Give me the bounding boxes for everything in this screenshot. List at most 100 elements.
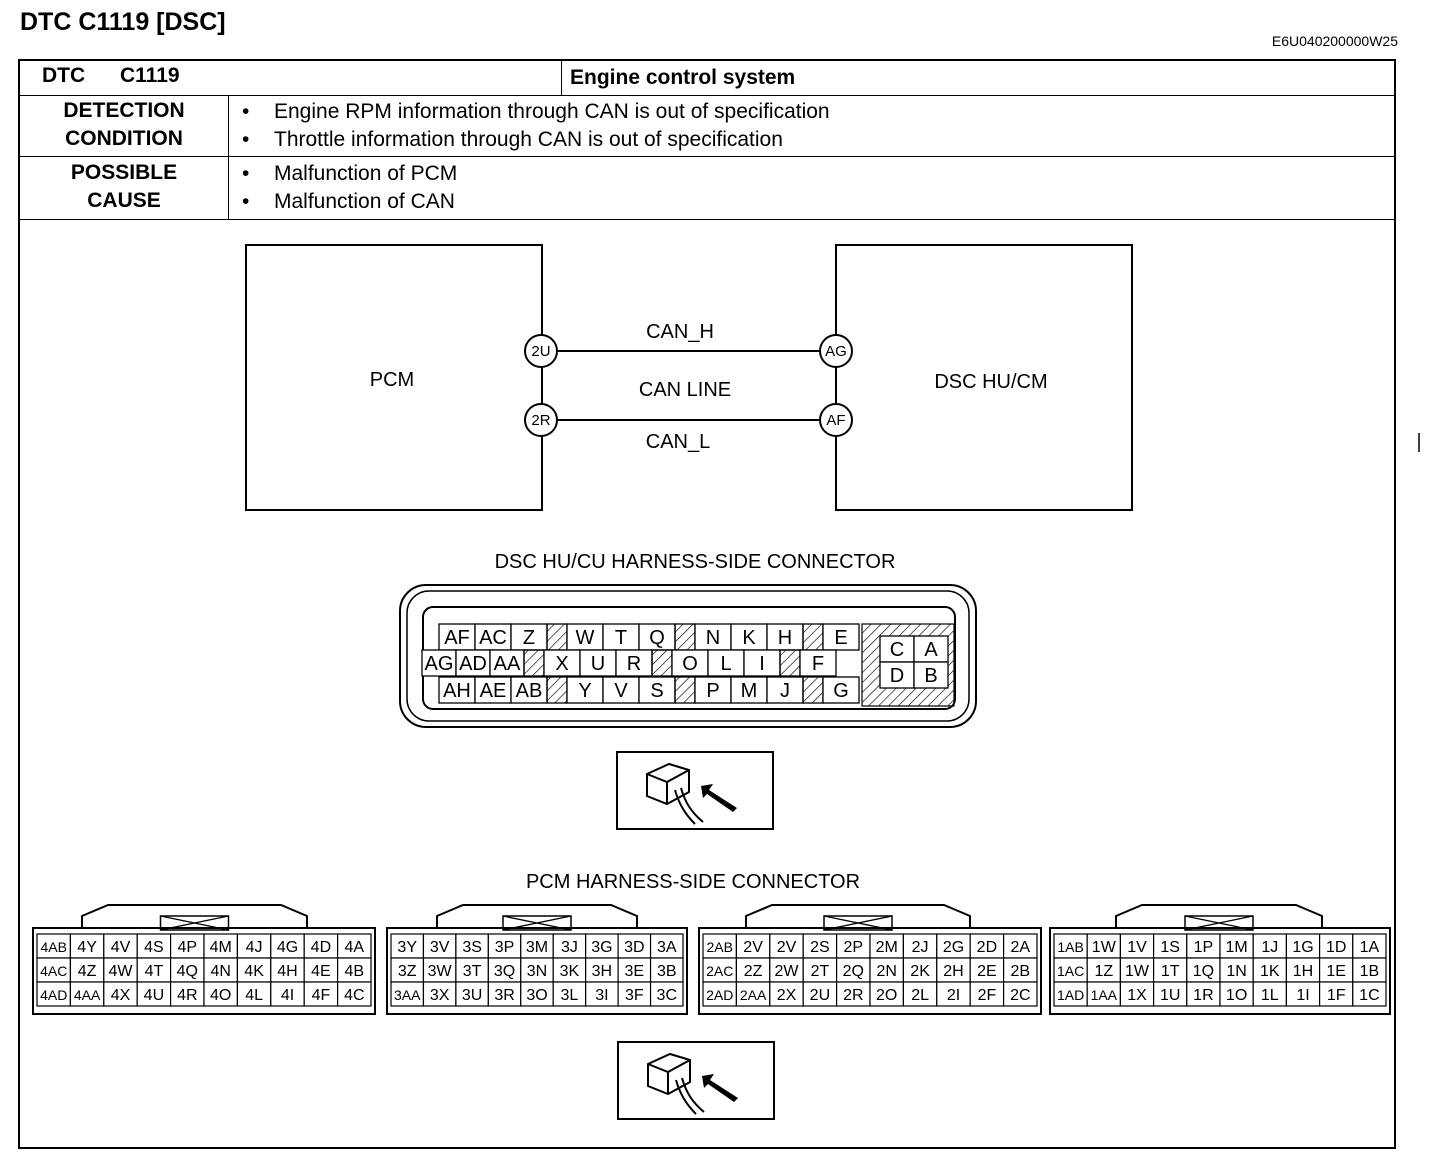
pcm-pin-label: 1T: [1161, 963, 1180, 980]
dsc-pin-label: Z: [523, 627, 535, 649]
dsc-blank-cell: [674, 623, 696, 651]
pcm-pin-cell: [36, 981, 72, 1007]
pcm-pin-label: 4O: [210, 987, 231, 1004]
pcm-pin-cell: [203, 981, 239, 1007]
dtc-label: DTC: [42, 64, 86, 87]
pcm-pin-label: 2AB: [706, 939, 732, 955]
pcm-pin-cell: [1086, 957, 1121, 983]
pcm-pin-label: 3L: [561, 987, 579, 1004]
pcm-pin-label: 4X: [111, 987, 131, 1004]
pcm-pin-label: 2S: [810, 939, 830, 956]
detection-item: Engine RPM information through CAN is ou…: [242, 98, 830, 126]
pcm-pin-label: 4U: [144, 987, 164, 1004]
dsc-pin-label: Q: [649, 627, 665, 649]
pcm-pin-cell: [1002, 957, 1038, 983]
pcm-pin-label: 4L: [245, 987, 263, 1004]
dsc-pin-label: L: [720, 653, 731, 675]
pcm-pin-label: 1W: [1092, 939, 1117, 956]
pcm-pin-label: 4AA: [74, 987, 101, 1003]
pcm-pin-label: 2B: [1011, 963, 1031, 980]
pcm-pin-cell: [649, 933, 684, 959]
pcm-pin-2u-label: 2U: [531, 343, 550, 360]
dsc-pin-cell: [694, 676, 732, 704]
pcm-pin-label: 2W: [775, 963, 800, 980]
pcm-pin-cell: [802, 981, 838, 1007]
pcm-pin-label: 1AA: [1091, 987, 1118, 1003]
pcm-block-outline: [698, 927, 1042, 1015]
pcm-pin-label: 3S: [462, 939, 482, 956]
pcm-pin-label: 3AA: [394, 987, 421, 1003]
dtc-frame: DTC C1119 Engine control system DETECTIO…: [18, 59, 1396, 1149]
pcm-pin-cell: [203, 957, 239, 983]
pcm-pin-label: 4V: [111, 939, 131, 956]
dsc-pin-cell: [694, 623, 732, 651]
pcm-pin-cell: [552, 981, 587, 1007]
cause-item: Malfunction of PCM: [242, 160, 457, 188]
dsc-pin-cell: [730, 676, 768, 704]
pcm-pin-label: 4J: [246, 939, 263, 956]
dsc-pin-label: X: [555, 653, 568, 675]
pcm-pin-label: 1L: [1261, 987, 1279, 1004]
system-name: Engine control system: [570, 66, 796, 89]
pcm-pin-cell: [802, 957, 838, 983]
pcm-latch-tab: [159, 915, 230, 931]
dsc-connector-title: DSC HU/CU HARNESS-SIDE CONNECTOR: [495, 551, 896, 573]
dsc-module-box: [835, 244, 1133, 511]
pcm-pin-label: 1I: [1296, 987, 1309, 1004]
pcm-pin-label: 2M: [876, 939, 898, 956]
dsc-blank-cell: [674, 676, 696, 704]
pcm-pin-cell: [136, 981, 172, 1007]
pcm-pin-label: 2O: [876, 987, 897, 1004]
pcm-pin-cell: [337, 957, 372, 983]
pcm-pin-cell: [270, 933, 305, 959]
pcm-module-box: [245, 244, 543, 511]
pcm-pin-label: 2AD: [706, 987, 733, 1003]
pcm-pin-label: 1Q: [1193, 963, 1214, 980]
pcm-pin-label: 1S: [1160, 939, 1180, 956]
pcm-pin-cell: [337, 933, 372, 959]
dsc-pin-label: Y: [578, 680, 591, 702]
pcm-pin-label: 3U: [462, 987, 482, 1004]
pcm-pin-label: 1M: [1225, 939, 1247, 956]
pcm-pin-label: 1F: [1327, 987, 1346, 1004]
pcm-latch: [1115, 904, 1323, 928]
pcm-pin-label: 1O: [1226, 987, 1247, 1004]
dsc-pin-label: AC: [479, 627, 507, 649]
pcm-pin-cell: [802, 933, 838, 959]
pcm-pin-label: 4Q: [177, 963, 198, 980]
pcm-pin-cell: [702, 933, 738, 959]
pcm-pin-label: 2K: [910, 963, 930, 980]
pcm-pin-label: 3P: [495, 939, 515, 956]
pcm-pin-cell: [422, 933, 457, 959]
pcm-pin-cell: [69, 981, 105, 1007]
pcm-pin-label: 3C: [657, 987, 677, 1004]
dsc-side-pin-cell: [879, 661, 915, 689]
pcm-pin-cell: [36, 957, 72, 983]
pcm-pin-label: 4I: [281, 987, 294, 1004]
pcm-latch: [436, 904, 638, 928]
view-direction-icon: [617, 1041, 775, 1120]
pcm-pin-label: 3T: [463, 963, 482, 980]
dsc-pin-label: M: [741, 680, 758, 702]
pcm-pin-cell: [270, 981, 305, 1007]
dsc-pin-label: R: [627, 653, 641, 675]
pcm-pin-label: 3O: [526, 987, 547, 1004]
pcm-block-outline: [386, 927, 688, 1015]
pcm-pin-label: 1U: [1160, 987, 1180, 1004]
pcm-pin-cell: [1053, 957, 1088, 983]
pcm-pin-label: 2Q: [843, 963, 864, 980]
pcm-pin-label: 4P: [178, 939, 198, 956]
pcm-pin-label: 4AD: [40, 987, 67, 1003]
dtc-code: C1119: [120, 64, 180, 87]
pcm-pin-cell: [769, 981, 804, 1007]
dsc-pin-label: E: [834, 627, 847, 649]
pcm-block-outline: [32, 927, 376, 1015]
dsc-pin-label: AH: [443, 680, 471, 702]
pcm-pin-cell: [236, 933, 272, 959]
can-line-label: CAN LINE: [639, 379, 731, 401]
dsc-pin-label: W: [576, 627, 595, 649]
dsc-pin-label: P: [706, 680, 719, 702]
pcm-pin-label: 4AC: [40, 963, 67, 979]
pcm-pin-label: 2V: [743, 939, 763, 956]
